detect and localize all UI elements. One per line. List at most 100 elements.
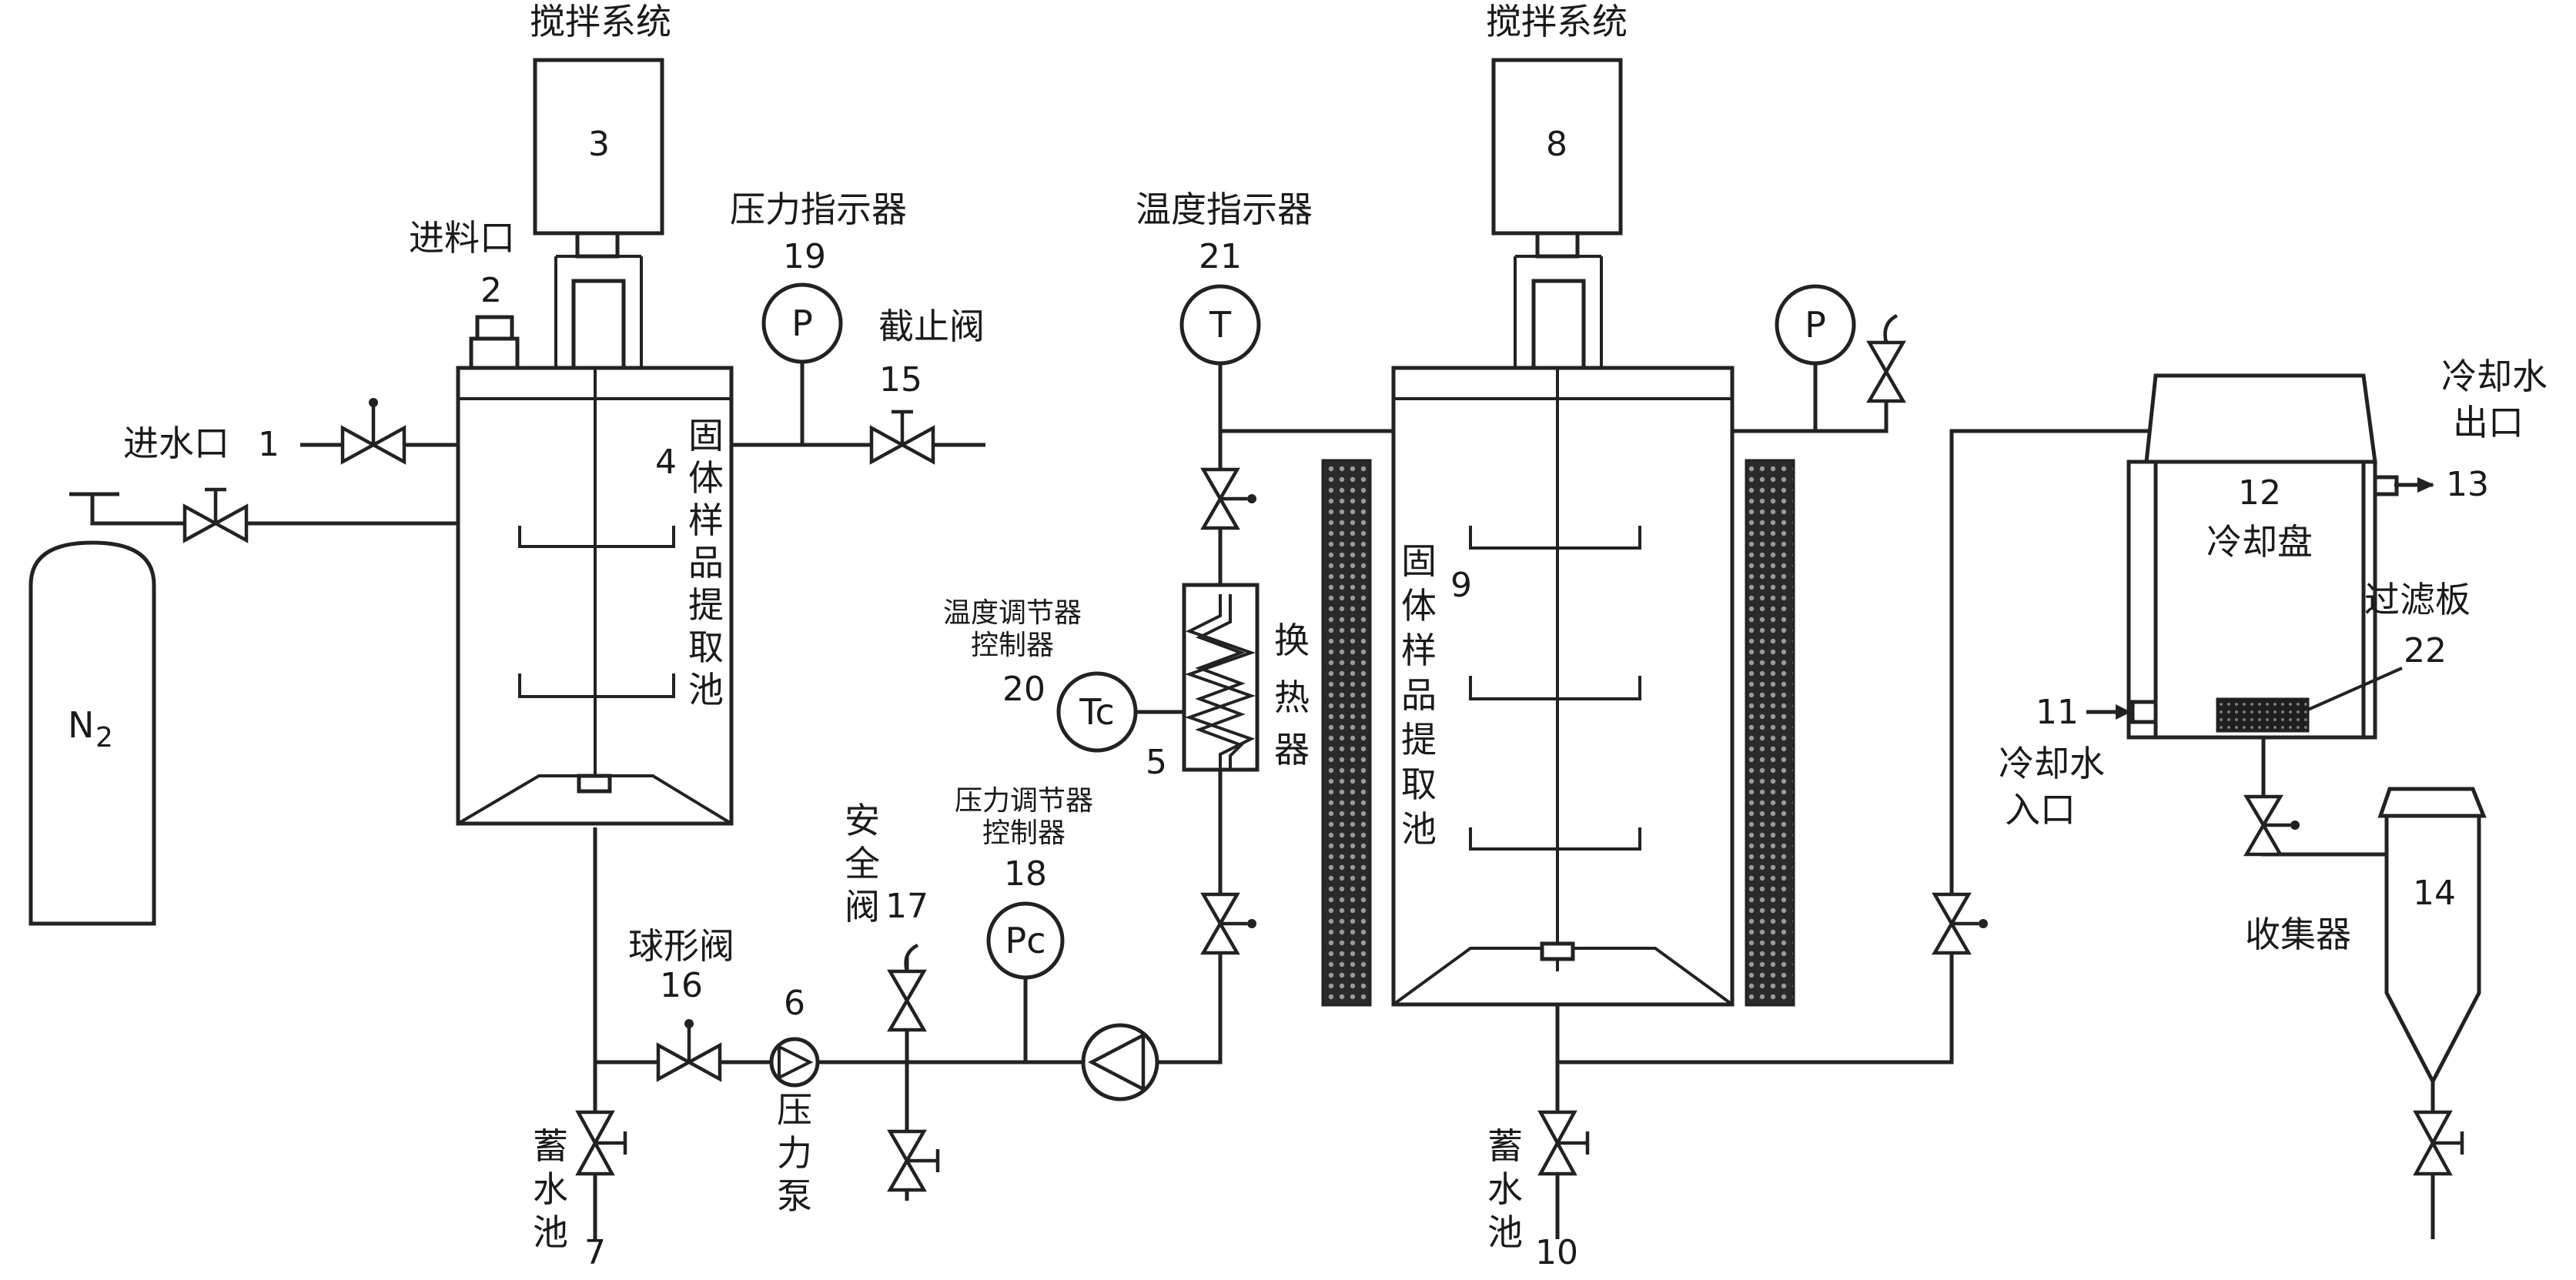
- collector-number: 14: [2413, 874, 2456, 913]
- cooling-line-valve[interactable]: [1932, 892, 1988, 955]
- extraction-tank-1: [456, 366, 734, 826]
- temperature-controller-symbol: Tc: [1079, 691, 1115, 733]
- tank-2-label-char: 样: [1401, 630, 1437, 671]
- cooling-water-outlet-label-line: 出口: [2453, 402, 2524, 443]
- nitrogen-valve[interactable]: [182, 487, 249, 543]
- pressure-pump-label-char: 泵: [777, 1175, 812, 1217]
- tank-2-number: 9: [1450, 566, 1472, 605]
- ball-valve-label: 球形阀: [628, 925, 734, 967]
- reservoir-1-label-char: 蓄: [533, 1125, 568, 1167]
- pressure-indicator-number: 19: [783, 237, 826, 276]
- tank-2-label-char: 品: [1401, 674, 1437, 716]
- cooling-water-inlet: 11 冷却水 入口: [1999, 693, 2131, 830]
- tank-2-label-char: 提: [1401, 719, 1437, 760]
- pipes: [69, 346, 2435, 1239]
- temperature-controller-label-line: 控制器: [971, 630, 1054, 661]
- tank-1-label-char: 提: [688, 584, 724, 626]
- reservoir-1-number: 7: [584, 1233, 606, 1272]
- cooling-plate-number: 12: [2238, 473, 2281, 513]
- cooling-plate-outlet-valve[interactable]: [2243, 794, 2300, 857]
- tank-2-label-char: 固: [1401, 540, 1437, 582]
- pressure-pump-number: 6: [784, 984, 805, 1023]
- reservoir-2: 蓄 水 池 10: [1487, 1125, 1578, 1272]
- tank-1-label-char: 池: [688, 669, 724, 710]
- n2-subscript: 2: [95, 722, 113, 754]
- pressure-pump: 6 压 力 泵: [769, 984, 820, 1217]
- temperature-indicator-symbol: T: [1209, 304, 1232, 346]
- reservoir-1-label-char: 水: [533, 1168, 568, 1210]
- tank-1-label-char: 样: [688, 500, 724, 541]
- cooling-water-inlet-label-line: 冷却水: [1999, 743, 2105, 784]
- tank-1-label-char: 品: [688, 542, 724, 583]
- stop-valve-number: 15: [879, 360, 922, 399]
- collector-drain-valve[interactable]: [2413, 1110, 2464, 1176]
- feed-port-number: 2: [480, 271, 502, 310]
- feed-port: 进料口 2: [409, 217, 520, 370]
- tank-2-label-char: 池: [1401, 808, 1437, 850]
- ball-valve-number: 16: [660, 966, 703, 1005]
- reservoir-2-label-char: 池: [1487, 1211, 1523, 1253]
- tank-1-number: 4: [655, 443, 677, 482]
- filter-plate: 过滤板 22: [2307, 579, 2471, 711]
- heat-exchanger-label-char: 换: [1274, 620, 1310, 661]
- stop-valve-group: 截止阀 15: [878, 306, 985, 399]
- stirrer-2-title: 搅拌系统: [1486, 1, 1628, 42]
- cooling-water-inlet-label-line: 入口: [2005, 789, 2076, 830]
- temperature-controller-number: 20: [1002, 670, 1045, 709]
- stirrer-1-title: 搅拌系统: [530, 1, 671, 42]
- reservoir-2-label-char: 蓄: [1487, 1125, 1523, 1167]
- reservoir-1-valve[interactable]: [575, 1110, 627, 1176]
- feed-port-label: 进料口: [409, 217, 515, 259]
- water-inlet-label: 进水口: [123, 423, 229, 464]
- safety-drain-valve[interactable]: [887, 1129, 940, 1192]
- stop-valve[interactable]: [869, 409, 935, 465]
- reservoir-2-valve[interactable]: [1537, 1110, 1590, 1176]
- pressure-indicator: 压力指示器 19 P: [730, 189, 907, 364]
- pressure-pump-label-char: 力: [777, 1132, 812, 1174]
- valves: [182, 313, 2464, 1192]
- safety-valve-number: 17: [885, 887, 928, 926]
- heat-exchanger-label-char: 热: [1274, 677, 1310, 718]
- tank-1-label-char: 取: [688, 627, 724, 668]
- safety-valve-label-char: 安: [845, 800, 880, 841]
- cooling-plate-label: 冷却盘: [2206, 521, 2313, 563]
- safety-valve-label-char: 阀: [845, 886, 880, 927]
- safety-valve-label-char: 全: [845, 843, 880, 884]
- stirrer-system-1: 搅拌系统 3: [530, 1, 671, 370]
- extraction-tank-1-label: 4 固 体 样 品 提 取 池: [655, 415, 724, 710]
- ball-valve-group: 球形阀 16: [628, 925, 734, 1005]
- tank-2-label-char: 体: [1401, 585, 1437, 627]
- stirrer-2-number: 8: [1546, 125, 1567, 164]
- cooling-water-outlet-label-line: 冷却水: [2441, 356, 2548, 397]
- filter-plate-number: 22: [2404, 631, 2447, 670]
- extraction-tank-2-label: 9 固 体 样 品 提 取 池: [1401, 540, 1472, 850]
- stop-valve-label: 截止阀: [878, 306, 985, 347]
- heat-exchanger-inlet-valve[interactable]: [1200, 467, 1256, 530]
- reservoir-1-label-char: 池: [533, 1211, 568, 1253]
- ball-valve[interactable]: [656, 1019, 722, 1082]
- temperature-indicator-label: 温度指示器: [1136, 189, 1313, 230]
- pressure-controller-number: 18: [1004, 854, 1047, 894]
- water-inlet-valve[interactable]: [340, 398, 406, 465]
- tank-2-vent-valve[interactable]: [1866, 313, 1906, 403]
- cooling-water-outlet-number: 13: [2446, 465, 2489, 504]
- extraction-tank-2: [1321, 366, 1795, 1007]
- circulation-pump: [1081, 1023, 1159, 1101]
- reservoir-2-label-char: 水: [1487, 1168, 1523, 1210]
- pressure-controller-label-line: 控制器: [982, 817, 1066, 849]
- safety-valve-group: 安 全 阀 17: [845, 800, 928, 927]
- pressure-pump-label-char: 压: [777, 1089, 812, 1131]
- pressure-controller-label-line: 压力调节器: [955, 785, 1093, 817]
- cooling-plate-unit: 12 冷却盘: [2126, 373, 2399, 740]
- temperature-indicator-number: 21: [1199, 237, 1242, 276]
- tank-1-label-char: 体: [688, 457, 724, 499]
- reservoir-1: 蓄 水 池 7: [533, 1125, 606, 1272]
- pressure-indicator-label: 压力指示器: [730, 189, 907, 230]
- temperature-indicator: 温度指示器 21 T: [1136, 189, 1313, 366]
- safety-valve[interactable]: [887, 943, 927, 1032]
- pressure-controller: 压力调节器 控制器 18 Pc: [955, 785, 1093, 980]
- stirrer-1-number: 3: [588, 125, 610, 164]
- pressure-controller-symbol: Pc: [1005, 920, 1045, 961]
- heat-exchanger-outlet-valve[interactable]: [1200, 892, 1256, 955]
- pressure-indicator-2: P: [1775, 284, 1856, 366]
